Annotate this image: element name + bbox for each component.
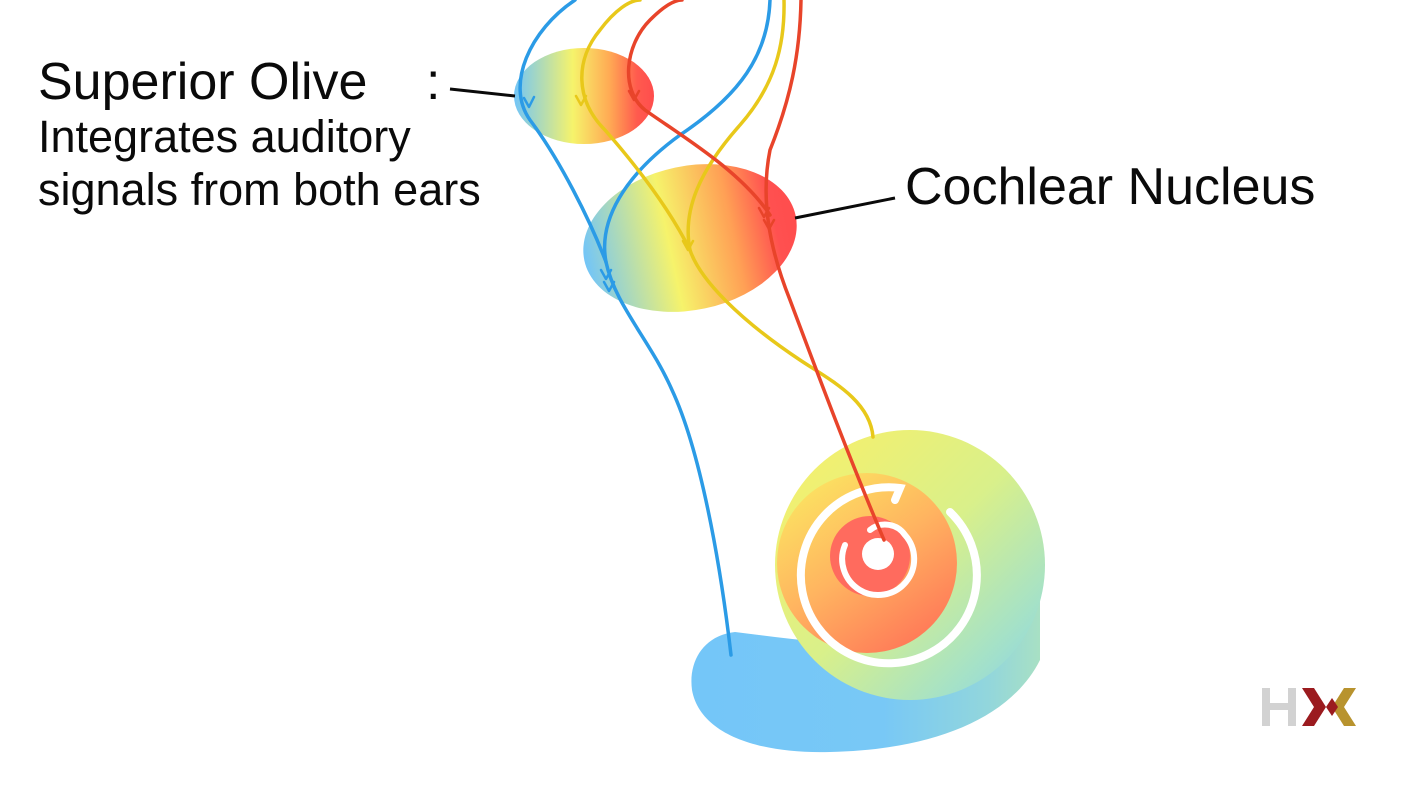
arrowhead-red-nucleus [757, 206, 771, 219]
cochlea-apex-hole [862, 538, 894, 570]
arrowhead-blue-nucleus-2 [602, 280, 616, 293]
superior-olive-title: Superior Olive [38, 53, 368, 111]
hx-logo [1262, 688, 1356, 726]
blue-fiber-olive [518, 0, 608, 264]
arrowhead-red-nucleus-2 [762, 218, 776, 231]
cochlear-nucleus-title: Cochlear Nucleus [905, 158, 1316, 216]
arrowheads [522, 89, 776, 293]
superior-olive-leader-line [449, 87, 516, 98]
arrowhead-yellow-olive [574, 94, 588, 107]
arrowhead-red-olive [627, 89, 641, 102]
blue-fiber-base-to-brain [603, 0, 772, 657]
cochlea [691, 430, 1045, 753]
superior-olive-colon: : [426, 53, 441, 111]
cochlea-spiral-gap [796, 483, 981, 668]
red-fiber-apex-to-brain [764, 0, 886, 542]
yellow-fiber-olive [580, 0, 692, 252]
red-fiber-olive [626, 0, 772, 217]
arrowhead-yellow-nucleus [681, 239, 695, 252]
arrowhead-blue-nucleus [599, 268, 613, 281]
superior-olive-description: Integrates auditory signals from both ea… [38, 111, 481, 215]
nerve-fibers [518, 0, 886, 657]
cochlear-nucleus-leader-line [794, 196, 896, 220]
cochlea-apex-spiral-gap [839, 521, 918, 598]
arrowhead-blue-olive [522, 95, 536, 109]
